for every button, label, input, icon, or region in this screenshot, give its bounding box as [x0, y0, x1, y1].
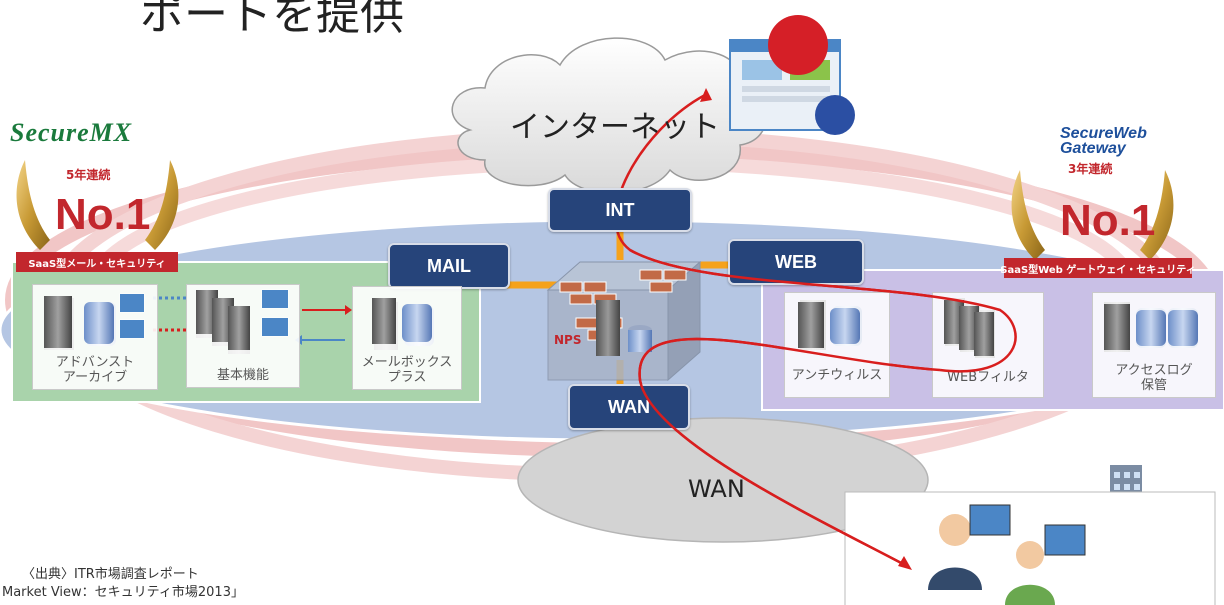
right-award-years: 3年連続: [1068, 162, 1113, 176]
right-ribbon: SaaS型Web ゲートウェイ・セキュリティ: [1000, 258, 1196, 278]
swg-logo-line1: SecureWeb: [1060, 125, 1147, 142]
card-label-line2: 保管: [1140, 378, 1167, 393]
card-label: メールボックス プラス: [353, 355, 461, 385]
web-tag: WEB: [728, 239, 864, 285]
card-label-line1: 基本機能: [216, 368, 269, 383]
card-label-line2: アーカイブ: [62, 370, 128, 385]
card-label: アンチウィルス: [785, 368, 889, 383]
card-label: 基本機能: [187, 368, 299, 383]
card-label: アドバンスト アーカイブ: [33, 355, 157, 385]
right-laurel: [1011, 170, 1174, 260]
card-label: WEBフィルタ: [933, 370, 1043, 385]
card-label-line1: アンチウィルス: [791, 368, 883, 383]
left-award-years: 5年連続: [66, 168, 111, 182]
right-award-number: No.1: [1060, 196, 1156, 245]
users-icon: [928, 504, 1086, 605]
right-card-web-filter[interactable]: WEBフィルタ: [932, 292, 1044, 398]
wan-cloud-label: WAN: [688, 475, 745, 503]
swg-logo-line2: Gateway: [1060, 140, 1126, 157]
page-title: ポートを提供: [140, 0, 404, 40]
left-ribbon: SaaS型メール・セキュリティ: [16, 252, 178, 272]
card-label-line1: アクセスログ: [1115, 363, 1193, 378]
attack-arrowhead-top: [700, 88, 712, 102]
source-line2: Market View：セキュリティ市場2013」: [2, 585, 244, 600]
left-laurel: [16, 160, 179, 250]
right-card-access-log[interactable]: アクセスログ 保管: [1092, 292, 1216, 398]
left-award-number: No.1: [55, 190, 151, 239]
malware-window-icon: [729, 15, 855, 135]
nps-label: NPS: [554, 333, 582, 347]
securemx-logo: SecureMX: [10, 118, 133, 147]
left-card-advanced-archive[interactable]: アドバンスト アーカイブ: [32, 284, 158, 390]
card-label-line2: プラス: [387, 370, 427, 385]
card-label-line1: メールボックス: [361, 355, 453, 370]
securewebgateway-logo: SecureWeb Gateway: [1060, 125, 1147, 157]
card-label-line1: WEBフィルタ: [947, 370, 1029, 385]
int-tag: INT: [548, 188, 692, 232]
card-label: アクセスログ 保管: [1093, 363, 1215, 393]
right-card-antivirus[interactable]: アンチウィルス: [784, 292, 890, 398]
nps-box: [546, 260, 702, 382]
source-line1: 〈出典〉ITR市場調査レポート: [22, 567, 199, 582]
wan-tag: WAN: [568, 384, 690, 430]
left-card-mailbox-plus[interactable]: メールボックス プラス: [352, 286, 462, 390]
card-label-line1: アドバンスト: [55, 355, 135, 370]
mail-tag: MAIL: [388, 243, 510, 289]
left-card-basic[interactable]: 基本機能: [186, 284, 300, 388]
internet-label: インターネット: [510, 110, 720, 145]
